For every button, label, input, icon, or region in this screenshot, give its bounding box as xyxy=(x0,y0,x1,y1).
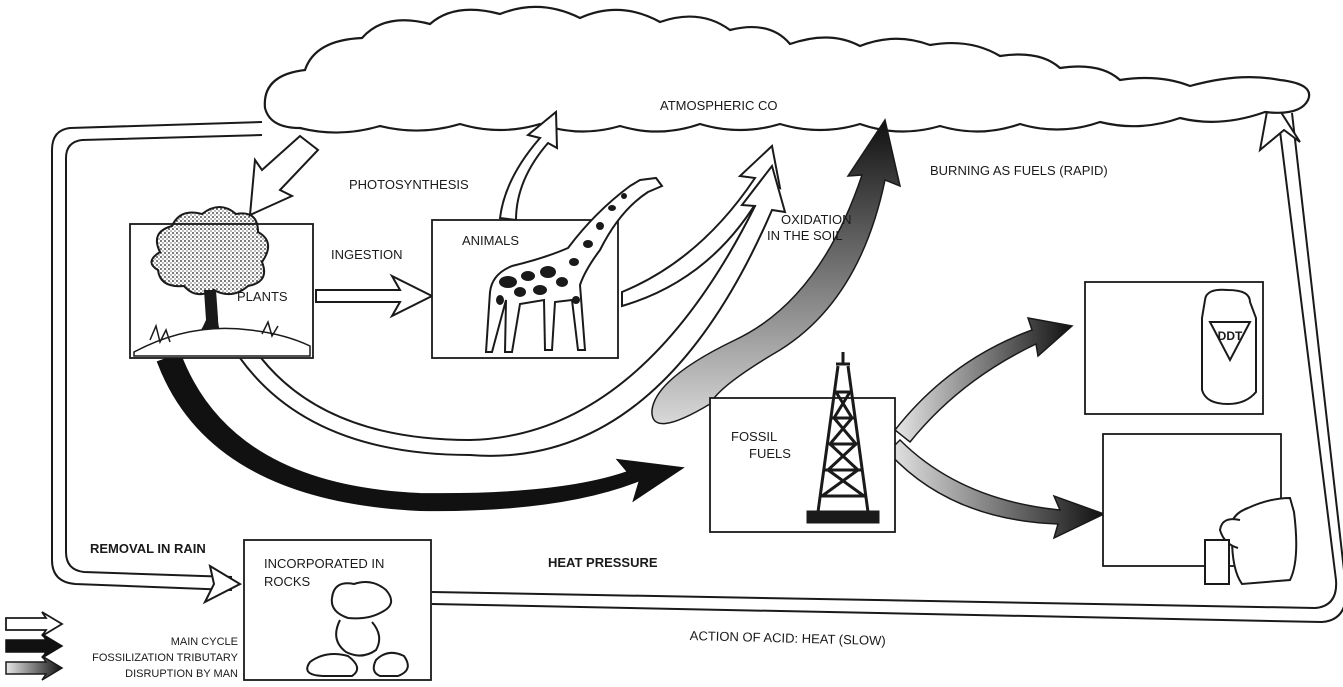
atmospheric-co-label: ATMOSPHERIC CO xyxy=(660,98,778,113)
legend-main-cycle-arrow xyxy=(5,611,64,637)
plants-box xyxy=(129,206,314,359)
legend-disruption-arrow xyxy=(5,655,64,681)
oxidation-label-line2: IN THE SOIL xyxy=(767,228,843,243)
tree-icon xyxy=(133,206,311,357)
burning-fuels-label: BURNING AS FUELS (RAPID) xyxy=(930,163,1108,178)
rocks-box xyxy=(243,539,432,681)
legend-fossilization-arrow xyxy=(5,633,64,659)
fossil-label-line2: FUELS xyxy=(749,446,791,461)
rocks-label-line2: ROCKS xyxy=(264,574,311,589)
ddt-box: DDT xyxy=(1084,281,1264,415)
legend-disruption-label: DISRUPTION BY MAN xyxy=(125,668,238,680)
fossil-label-line1: FOSSIL xyxy=(731,429,778,444)
atmosphere-cloud xyxy=(263,5,1311,134)
legend-fossilization-label: FOSSILIZATION TRIBUTARY xyxy=(92,652,238,664)
pitcher-box xyxy=(1102,433,1298,586)
oil-derrick-icon xyxy=(806,352,880,524)
rock-icon xyxy=(306,581,409,677)
animals-box xyxy=(431,176,664,359)
photosynthesis-label: PHOTOSYNTHESIS xyxy=(349,177,469,192)
plants-cloud-arrows xyxy=(248,134,320,217)
ingestion-arrow xyxy=(315,273,435,319)
legend-arrows xyxy=(5,611,64,681)
oxidation-label-line1: OXIDATION xyxy=(781,212,852,227)
plants-label: PLANTS xyxy=(237,289,288,304)
ddt-can-icon: DDT xyxy=(1201,288,1257,406)
fossilization-arrow xyxy=(156,352,685,512)
rocks-label-line1: INCORPORATED IN xyxy=(264,556,385,571)
oxidation-arrow xyxy=(651,118,902,425)
respiration-arrow xyxy=(621,144,782,308)
ddt-text: DDT xyxy=(1218,329,1243,343)
fossil-fuels-box xyxy=(709,352,896,533)
pitcher-icon xyxy=(1204,496,1298,586)
giraffe-icon xyxy=(484,176,664,353)
heat-pressure-label: HEAT PRESSURE xyxy=(548,555,658,570)
animals-label: ANIMALS xyxy=(462,233,520,248)
legend-main-cycle-label: MAIN CYCLE xyxy=(170,636,238,648)
ingestion-label: INGESTION xyxy=(331,247,403,262)
removal-in-rain-label: REMOVAL IN RAIN xyxy=(90,541,206,556)
disruption-arrows xyxy=(886,317,1106,540)
decay-arrow xyxy=(238,163,787,457)
photosynthesis-arrow xyxy=(498,109,559,222)
